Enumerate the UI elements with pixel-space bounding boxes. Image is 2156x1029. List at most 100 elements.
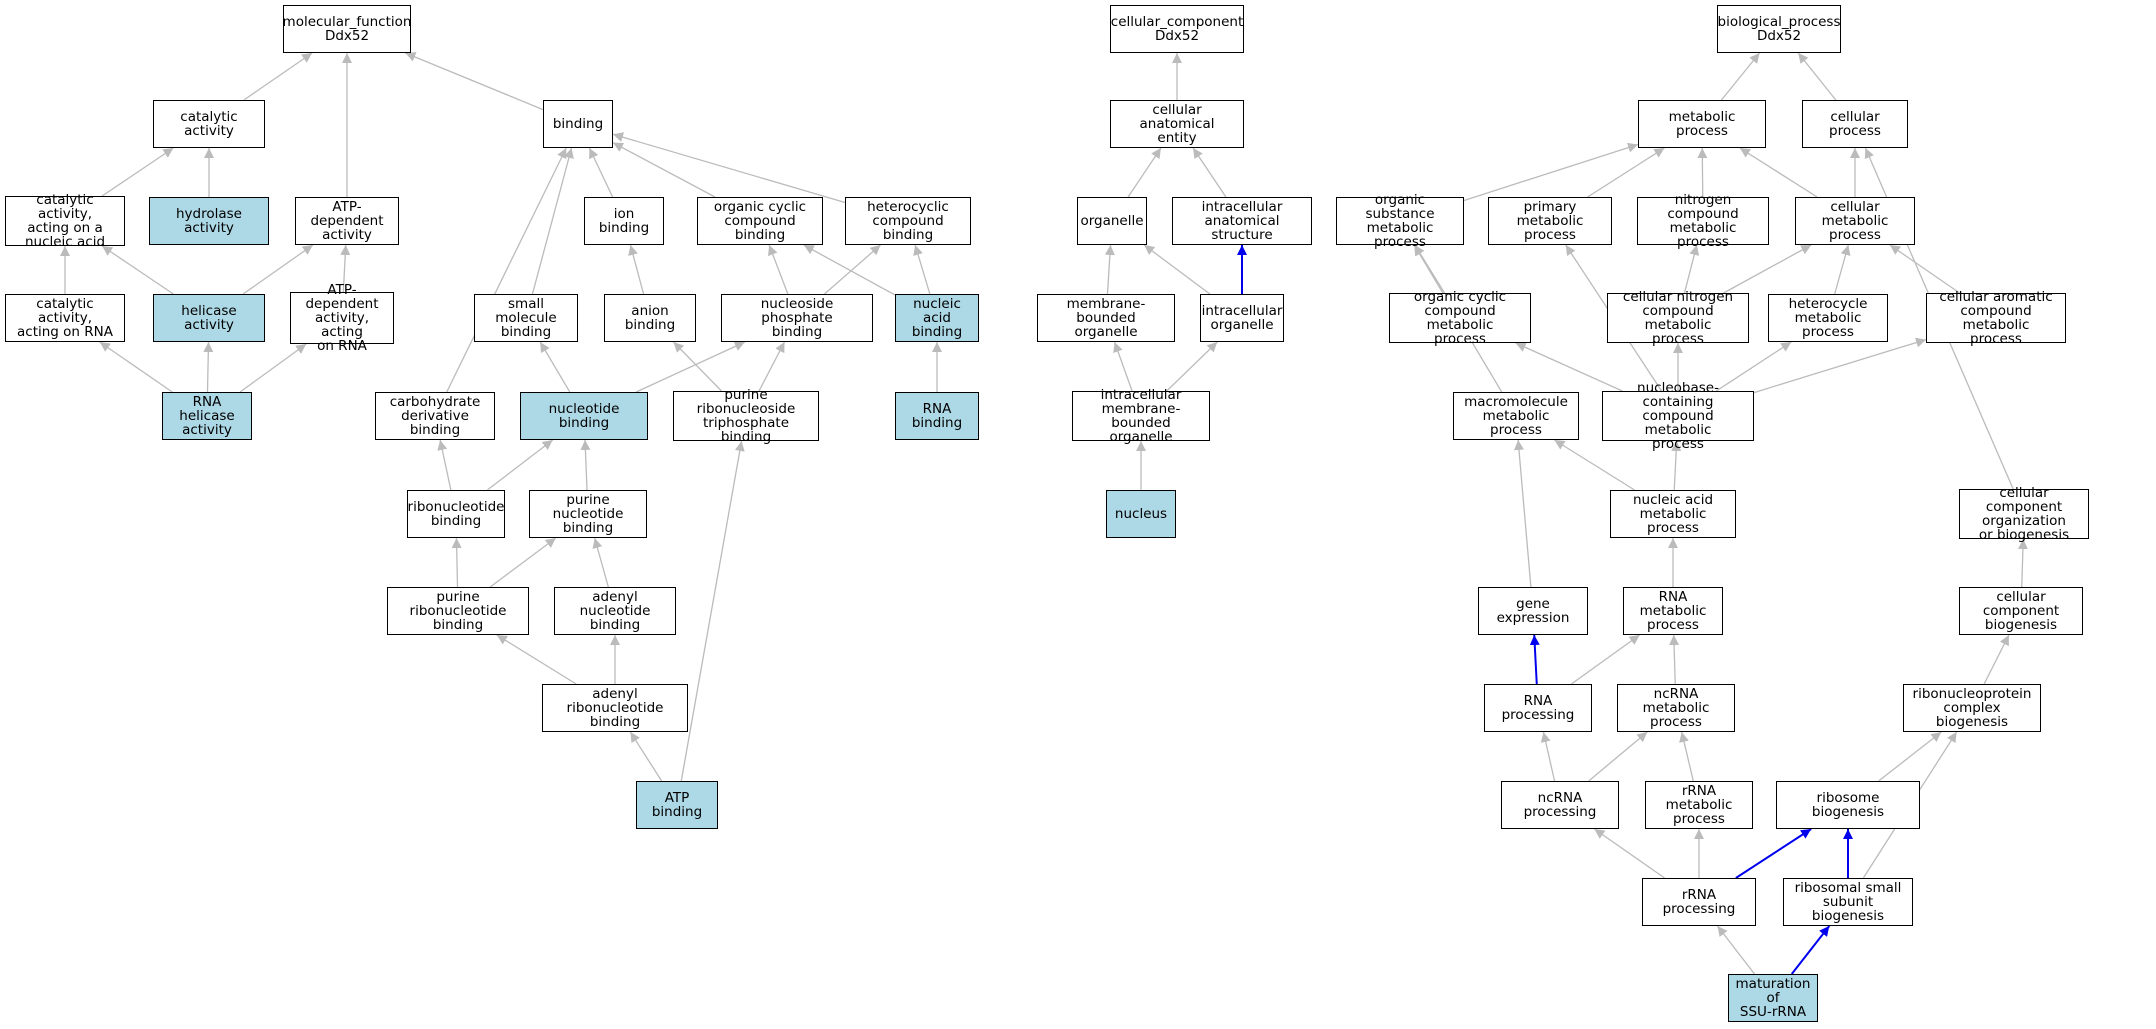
edge-rcb-to-ccb	[1983, 634, 2010, 685]
go-term-catnuc[interactable]: catalytic activity, acting on a nucleic …	[5, 193, 125, 249]
go-term-purribo[interactable]: purine ribonucleotide binding	[387, 587, 529, 635]
go-term-ccob[interactable]: cellular component organization or bioge…	[1959, 486, 2089, 542]
go-term-ncrnaproc[interactable]: ncRNA processing	[1501, 781, 1619, 829]
go-term-hmp[interactable]: heterocycle metabolic process	[1768, 294, 1888, 342]
edge-ncmp-to-metab	[1697, 147, 1708, 198]
go-term-ccb[interactable]: cellular component biogenesis	[1959, 587, 2083, 635]
edge-nbcmp-to-cacmp	[1753, 337, 1927, 394]
edge-hetcyc-to-bind	[612, 132, 846, 204]
go-term-smallmol[interactable]: small molecule binding	[474, 294, 578, 342]
go-term-adenylribo[interactable]: adenyl ribonucleotide binding	[542, 684, 688, 732]
edge-layer	[60, 52, 2028, 975]
go-term-nab[interactable]: nucleic acid binding	[895, 294, 979, 342]
go-term-ncrnamp[interactable]: ncRNA metabolic process	[1617, 684, 1735, 732]
edge-organelle-to-cae	[1127, 147, 1162, 198]
edge-heli-to-catnuc	[101, 245, 174, 295]
go-term-organelle[interactable]: organelle	[1077, 197, 1147, 245]
go-term-mmp[interactable]: macromolecule metabolic process	[1453, 392, 1579, 440]
edge-ias-to-cae	[1192, 147, 1227, 198]
edge-purribo-to-ribob	[451, 537, 462, 588]
go-term-nsp[interactable]: nucleoside phosphate binding	[721, 294, 873, 342]
go-term-heli[interactable]: helicase activity	[153, 294, 265, 342]
edge-hmp-to-cmp	[1834, 244, 1851, 295]
edge-rrnamp-to-ncrnamp	[1679, 731, 1694, 782]
edge-imbo-to-mbo	[1113, 341, 1133, 392]
go-term-nbcmp[interactable]: nucleobase-containing compound metabolic…	[1602, 381, 1754, 451]
edge-ionb-to-bind	[588, 147, 614, 198]
go-term-cncmp[interactable]: cellular nitrogen compound metabolic pro…	[1607, 290, 1749, 346]
edge-nsp-to-hetcyc	[824, 244, 881, 295]
go-term-orgcyc[interactable]: organic cyclic compound binding	[697, 197, 823, 245]
go-term-anion[interactable]: anion binding	[604, 294, 696, 342]
go-term-carb[interactable]: carbohydrate derivative binding	[375, 392, 495, 440]
edge-namp-to-nbcmp	[1671, 440, 1682, 491]
go-term-cmp[interactable]: cellular metabolic process	[1795, 197, 1915, 245]
go-term-cacmp[interactable]: cellular aromatic compound metabolic pro…	[1926, 290, 2066, 346]
go-term-mbo[interactable]: membrane-bounded organelle	[1037, 294, 1175, 342]
edge-prnt-to-anion	[673, 341, 722, 392]
go-term-pmp[interactable]: primary metabolic process	[1488, 197, 1612, 245]
go-term-nucleus[interactable]: nucleus	[1106, 490, 1176, 538]
go-term-rnamp[interactable]: RNA metabolic process	[1623, 587, 1723, 635]
go-term-occmp[interactable]: organic cyclic compound metabolic proces…	[1389, 290, 1531, 346]
edge-nab-to-orgcyc	[803, 244, 896, 296]
go-term-ias[interactable]: intracellular anatomical structure	[1172, 197, 1312, 245]
edge-heli-to-atpdep	[242, 244, 314, 295]
go-term-namp[interactable]: nucleic acid metabolic process	[1610, 490, 1736, 538]
edge-imbo-to-io	[1166, 341, 1218, 392]
edge-rnaheli-to-atprna	[239, 343, 307, 393]
go-term-purnuc[interactable]: purine nucleotide binding	[529, 490, 647, 538]
go-term-rnaheli[interactable]: RNA helicase activity	[162, 392, 252, 440]
edge-adenyl-to-purnuc	[592, 537, 609, 588]
go-term-nucb[interactable]: nucleotide binding	[520, 392, 648, 440]
go-term-catrna[interactable]: catalytic activity, acting on RNA	[5, 294, 125, 342]
go-term-prnt[interactable]: purine ribonucleoside triphosphate bindi…	[673, 388, 819, 444]
edge-cncmp-to-cmp	[1723, 244, 1812, 294]
go-term-bind[interactable]: binding	[543, 100, 613, 148]
edge-cmp-to-metab	[1739, 147, 1818, 198]
edge-ribob-to-carb	[437, 439, 452, 491]
go-term-cae[interactable]: cellular anatomical entity	[1110, 100, 1244, 148]
go-term-atpb[interactable]: ATP binding	[636, 781, 718, 829]
go-term-atprna[interactable]: ATP-dependent activity, acting on RNA	[290, 283, 394, 353]
go-term-hydro[interactable]: hydrolase activity	[149, 197, 269, 245]
go-term-ssu[interactable]: maturation of SSU-rRNA	[1728, 974, 1818, 1022]
go-term-osmp[interactable]: organic substance metabolic process	[1336, 193, 1464, 249]
go-term-hetcyc[interactable]: heterocyclic compound binding	[845, 197, 971, 245]
go-term-rnab[interactable]: RNA binding	[895, 392, 979, 440]
go-term-rssb[interactable]: ribosomal small subunit biogenesis	[1783, 878, 1913, 926]
edge-pmp-to-metab	[1587, 147, 1665, 198]
edge-cncmp-to-ncmp	[1683, 244, 1700, 294]
go-term-mf[interactable]: molecular_function Ddx52	[283, 5, 411, 53]
edge-ribobio-to-rcb	[1878, 731, 1942, 782]
go-term-rcb[interactable]: ribonucleoprotein complex biogenesis	[1903, 684, 2041, 732]
go-term-ge[interactable]: gene expression	[1478, 587, 1588, 635]
go-term-ribob[interactable]: ribonucleotide binding	[407, 490, 505, 538]
go-term-ncmp[interactable]: nitrogen compound metabolic process	[1637, 193, 1769, 249]
edge-nbcmp-to-hmp	[1715, 341, 1792, 392]
go-term-cat[interactable]: catalytic activity	[153, 100, 265, 148]
go-term-io[interactable]: intracellular organelle	[1200, 294, 1284, 342]
edge-atpb-to-adenylribo	[629, 731, 663, 782]
edge-prnt-to-nsp	[758, 341, 786, 392]
go-term-cellp[interactable]: cellular process	[1802, 100, 1908, 148]
go-term-ionb[interactable]: ion binding	[584, 197, 664, 245]
go-term-rnaproc[interactable]: RNA processing	[1484, 684, 1592, 732]
edge-ssu-to-rrnaproc	[1716, 925, 1756, 975]
go-term-bp[interactable]: biological_process Ddx52	[1717, 5, 1841, 53]
go-term-ribobio[interactable]: ribosome biogenesis	[1776, 781, 1920, 829]
go-term-adenyl[interactable]: adenyl nucleotide binding	[554, 587, 676, 635]
edge-bind-to-mf	[405, 52, 544, 111]
go-term-rrnaproc[interactable]: rRNA processing	[1642, 878, 1756, 926]
edge-catnuc-to-cat	[101, 147, 174, 197]
go-term-atpdep[interactable]: ATP-dependent activity	[295, 197, 399, 245]
edge-nbcmp-to-occmp	[1515, 342, 1623, 392]
go-term-cc[interactable]: cellular_component Ddx52	[1110, 5, 1244, 53]
edge-ccb-to-ccob	[2017, 538, 2028, 588]
go-term-metab[interactable]: metabolic process	[1638, 100, 1766, 148]
edge-cellp-to-bp	[1797, 52, 1837, 101]
edge-nab-to-hetcyc	[913, 244, 931, 295]
go-term-rrnamp[interactable]: rRNA metabolic process	[1645, 781, 1753, 829]
go-term-imbo[interactable]: intracellular membrane-bounded organelle	[1072, 388, 1210, 444]
